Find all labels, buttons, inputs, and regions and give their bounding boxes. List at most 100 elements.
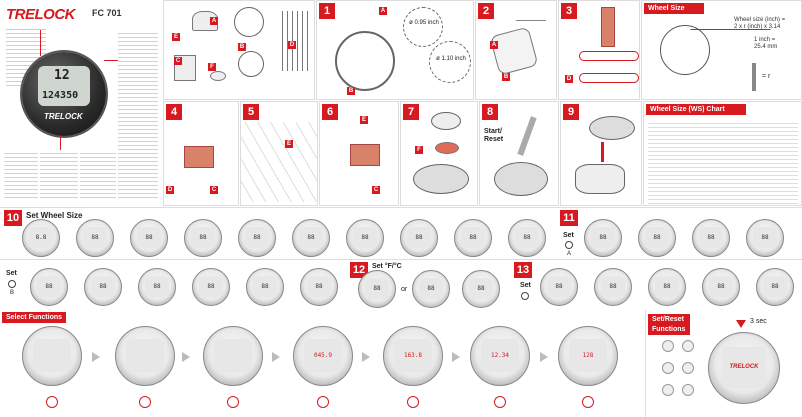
dial: 88 [184, 219, 222, 257]
dial: 88 [702, 268, 740, 306]
rotate-icon [8, 280, 16, 288]
dial: 88 [238, 219, 276, 257]
dial: 88 [292, 219, 330, 257]
set-reset-title-2: Functions [648, 324, 690, 335]
function-icon [662, 384, 674, 396]
dial: 88 [412, 270, 450, 308]
device-distance: 124350 [42, 90, 79, 101]
device-screen: 12 124350 [38, 66, 90, 106]
step-6-badge: 6 [322, 104, 338, 120]
set-label-b: Set [6, 270, 17, 277]
bike-wheel-icon [660, 25, 710, 75]
dial: 88 [76, 219, 114, 257]
function-value: 12.34 [490, 351, 510, 359]
dial: 88 [692, 219, 730, 257]
wheel-chart-table [648, 120, 798, 204]
step-6-panel: 6 E C [319, 101, 399, 206]
part-label-C: C [372, 186, 380, 194]
step-4-badge: 4 [166, 104, 182, 120]
inch-conv-1: 1 inch = [754, 37, 776, 43]
dim-circle-2: ø 1.10 inch [429, 41, 471, 83]
dial: 88 [638, 219, 676, 257]
dial: 88 [246, 268, 284, 306]
reset-dial-brand: TRELOCK [729, 364, 759, 371]
dim-label-2: ø 1.10 inch [436, 56, 466, 62]
function-icon [662, 362, 674, 374]
language-block-bottom-2 [40, 150, 78, 200]
fork-sensor-icon [350, 144, 380, 166]
dial: 88 [756, 268, 794, 306]
model-name: FC 701 [92, 8, 122, 18]
battery-part-icon [210, 71, 226, 81]
set-label-a: Set [563, 232, 574, 239]
dial: 88 [30, 268, 68, 306]
wheel-chart-title: Wheel Size (WS) Chart [646, 104, 746, 115]
step-5-panel: 5 E [240, 101, 318, 206]
part-label-E: E [285, 140, 293, 148]
step-9-badge: 9 [563, 104, 579, 120]
battery-lid-icon [431, 112, 461, 130]
step-10-badge: 10 [4, 210, 22, 226]
language-block-right [118, 30, 158, 200]
cable-tie-icon [579, 51, 639, 61]
dial: 8.8 [22, 219, 60, 257]
function-icon [662, 340, 674, 352]
radius-label: = r [762, 73, 771, 80]
device-base-icon [413, 164, 469, 194]
bike-mini-icon [516, 7, 546, 21]
next-arrow-icon [182, 352, 190, 362]
callout-line [104, 60, 118, 61]
step-3-panel: 3 D [558, 0, 640, 100]
function-icon-clock [494, 396, 506, 408]
battery-icon [435, 142, 459, 154]
part-label-A: A [490, 41, 498, 49]
device-speed: 12 [54, 68, 70, 83]
clock-icon [521, 292, 529, 300]
function-value: 128 [582, 351, 594, 359]
function-dial: 12.34 [470, 326, 530, 386]
device-logo: TRELOCK [44, 112, 83, 121]
function-value: 163.8 [403, 351, 423, 359]
step-7-panel: 7 F [400, 101, 478, 206]
function-icon-temp [582, 396, 594, 408]
dial: 88 [130, 219, 168, 257]
step-1-badge: 1 [319, 3, 335, 19]
next-arrow-icon [92, 352, 100, 362]
wheel-formula-1: Wheel size (inch) = [734, 17, 786, 23]
function-icon [682, 340, 694, 352]
set-temp-title: Set °F/°C [372, 263, 402, 270]
callout-line [60, 136, 61, 150]
dim-label-1: ø 0.95 inch [409, 20, 439, 26]
row-b-panel: Set B 88 88 88 88 88 88 12 Set °F/°C 88 … [0, 259, 802, 309]
set-sub-b: B [10, 290, 15, 296]
step-13-badge: 13 [514, 262, 532, 278]
part-label-B: B [238, 43, 246, 51]
step-12-badge: 12 [350, 262, 368, 278]
function-icon-trip [46, 396, 58, 408]
dial: 88 [358, 270, 396, 308]
wheel-chart-panel: Wheel Size (WS) Chart [643, 101, 802, 206]
wheel-size-panel: Wheel Size Wheel size (inch) = 2 x r (in… [641, 0, 802, 100]
bike-computer-device: 12 124350 TRELOCK [22, 52, 106, 136]
reset-dial: TRELOCK [708, 332, 780, 404]
device-base-icon [494, 162, 548, 196]
function-dial [22, 326, 82, 386]
function-value: 045.9 [313, 351, 333, 359]
step-11-badge: 11 [560, 210, 578, 226]
function-dial: 128 [558, 326, 618, 386]
device-top-icon [589, 116, 635, 140]
part-label-B: B [347, 87, 355, 95]
part-label-A: A [210, 17, 218, 25]
fork-sensor-icon [601, 7, 615, 47]
wheel-formula-2: 2 x r (inch) x 3.14 [734, 24, 781, 30]
start-reset-label-1: Start/ [484, 128, 502, 135]
row-10-dials: 8.8 88 88 88 88 88 88 88 88 88 88 88 88 … [0, 207, 802, 259]
wheel-size-title: Wheel Size [644, 3, 704, 14]
function-icon-max [407, 396, 419, 408]
part-label-D: D [166, 186, 174, 194]
next-arrow-icon [452, 352, 460, 362]
dial: 88 [454, 219, 492, 257]
dial: 88 [138, 268, 176, 306]
dial: 88 [84, 268, 122, 306]
insert-arrow-icon [601, 142, 604, 162]
